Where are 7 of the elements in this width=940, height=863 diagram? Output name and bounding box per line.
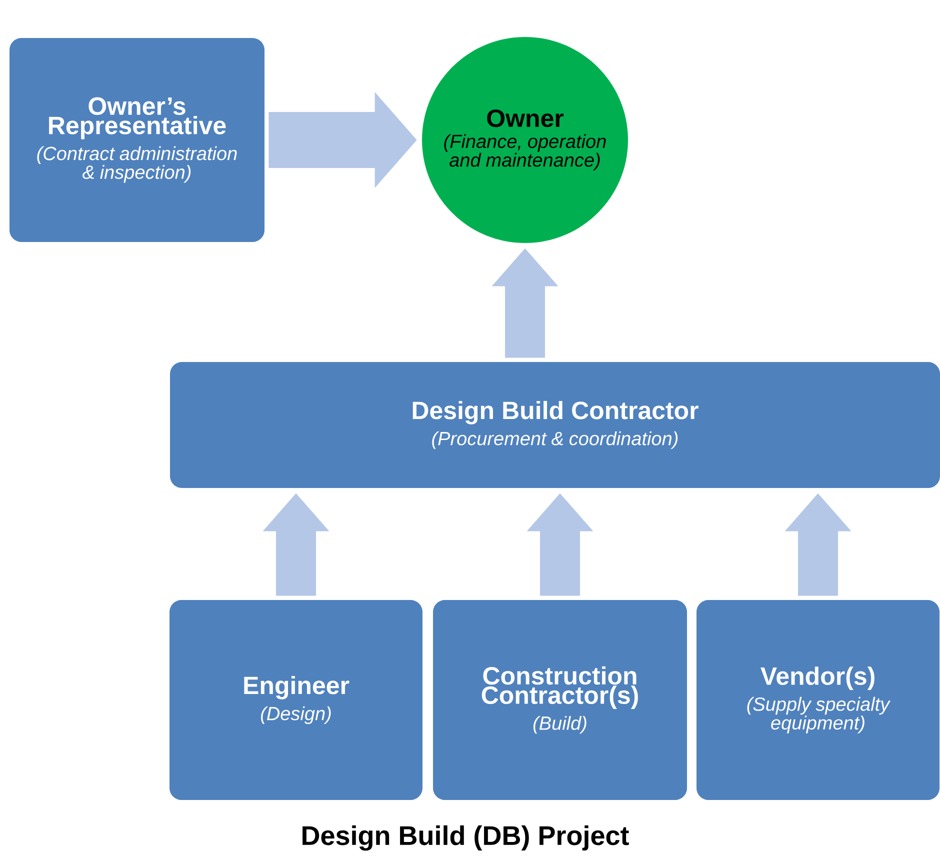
role-box: Construction Contractor(s) (Build) [433,600,687,800]
role-box: Engineer (Design) [170,600,422,800]
block-arrow [268,92,417,188]
role-box: Vendor(s) (Supply specialty equipment) [696,600,940,800]
role-box: Owner’s Representative (Contract administration & inspection) [10,38,264,242]
role-box: Design Build Contractor (Procurement & coordination) [170,362,940,488]
caption: Design Build (DB) Project [302,825,629,851]
